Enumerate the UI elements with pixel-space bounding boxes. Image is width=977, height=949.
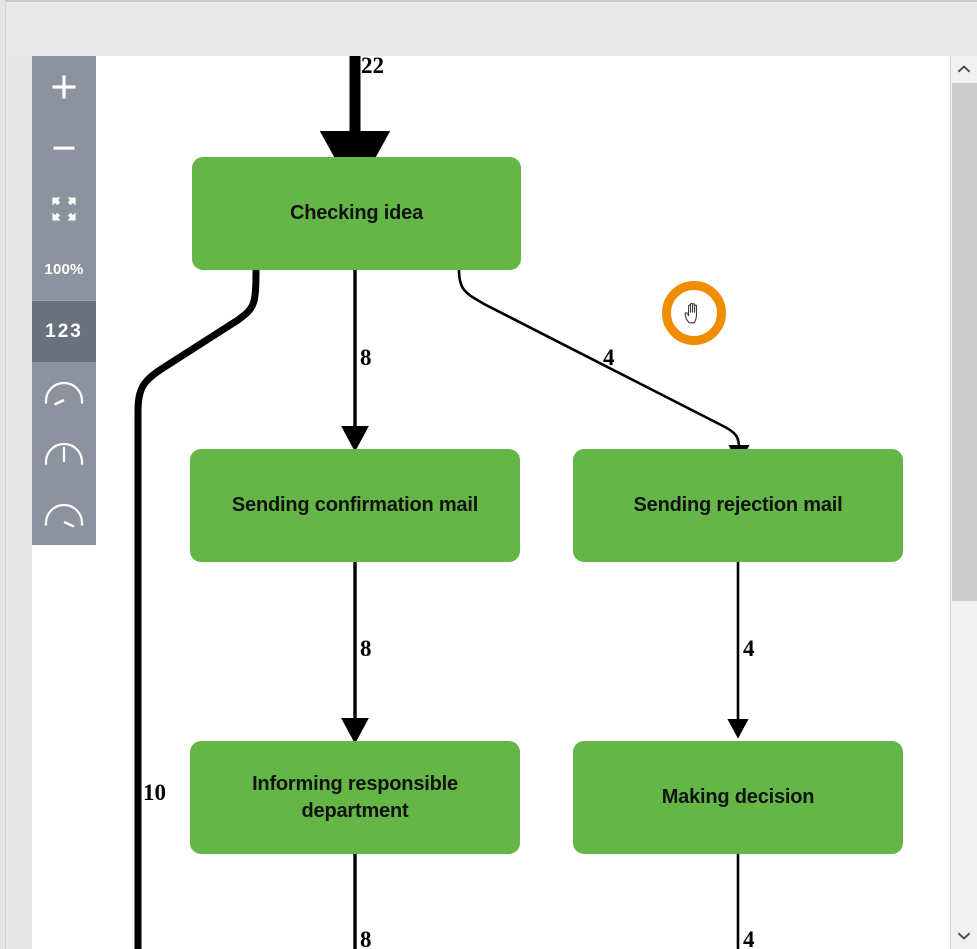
zoom-in-button[interactable] [32, 56, 96, 117]
gauge-medium-button[interactable] [32, 423, 96, 484]
gauge-low-button[interactable] [32, 362, 96, 423]
chevron-up-icon [958, 65, 970, 73]
edge-checking-idea-to-rejection [457, 269, 750, 465]
diagram-canvas[interactable]: Checking idea Sending confirmation mail … [32, 56, 950, 949]
scroll-down-button[interactable] [951, 923, 977, 949]
node-label: Checking idea [290, 202, 423, 224]
gauge-high-icon [44, 503, 84, 528]
node-making-decision[interactable]: Making decision [573, 741, 903, 854]
diagram-edges-layer [134, 56, 750, 949]
edge-label-decision-outflow: 4 [743, 927, 755, 949]
chevron-down-icon [958, 932, 970, 940]
view-toolbar: 100% 123 [32, 56, 96, 545]
edge-checking-idea-loopback [134, 269, 260, 949]
edge-label-loopback: 10 [143, 780, 166, 805]
node-informing-responsible-department[interactable]: Informing responsible department [190, 741, 520, 854]
toolbar-divider [32, 300, 96, 301]
plus-icon [52, 75, 76, 98]
left-rail [0, 0, 6, 949]
edge-label-informing-outflow: 8 [360, 927, 372, 949]
node-sending-confirmation-mail[interactable]: Sending confirmation mail [190, 449, 520, 562]
node-sending-rejection-mail[interactable]: Sending rejection mail [573, 449, 903, 562]
scroll-up-button[interactable] [951, 56, 977, 82]
zoom-level-button[interactable]: 100% [32, 239, 96, 300]
vertical-scrollbar[interactable] [950, 56, 977, 949]
click-indicator-ring [662, 281, 726, 345]
grab-hand-cursor [684, 302, 698, 324]
node-label: Making decision [661, 786, 815, 808]
zoom-out-button[interactable] [32, 117, 96, 178]
gauge-high-button[interactable] [32, 484, 96, 545]
edge-label-checking-to-confirmation: 8 [360, 345, 372, 370]
show-numbers-button[interactable]: 123 [32, 301, 96, 362]
scrollbar-thumb[interactable] [952, 83, 977, 601]
edge-label-confirmation-to-informing: 8 [360, 636, 372, 661]
edge-label-rejection-to-decision: 4 [743, 636, 755, 661]
gauge-low-icon [44, 381, 84, 406]
header-strip [0, 0, 977, 56]
show-numbers-label: 123 [45, 320, 83, 342]
edge-label-inflow: 22 [361, 56, 384, 78]
node-label: Sending confirmation mail [231, 494, 479, 516]
fit-screen-icon [52, 197, 76, 220]
node-label: Informing responsible department [252, 772, 458, 822]
minus-icon [53, 146, 75, 150]
fit-to-screen-button[interactable] [32, 178, 96, 239]
node-checking-idea[interactable]: Checking idea [192, 157, 521, 270]
zoom-level-label: 100% [44, 261, 84, 278]
node-label: Sending rejection mail [633, 494, 843, 516]
gauge-medium-icon [44, 442, 84, 465]
edge-label-checking-to-rejection: 4 [603, 345, 615, 370]
